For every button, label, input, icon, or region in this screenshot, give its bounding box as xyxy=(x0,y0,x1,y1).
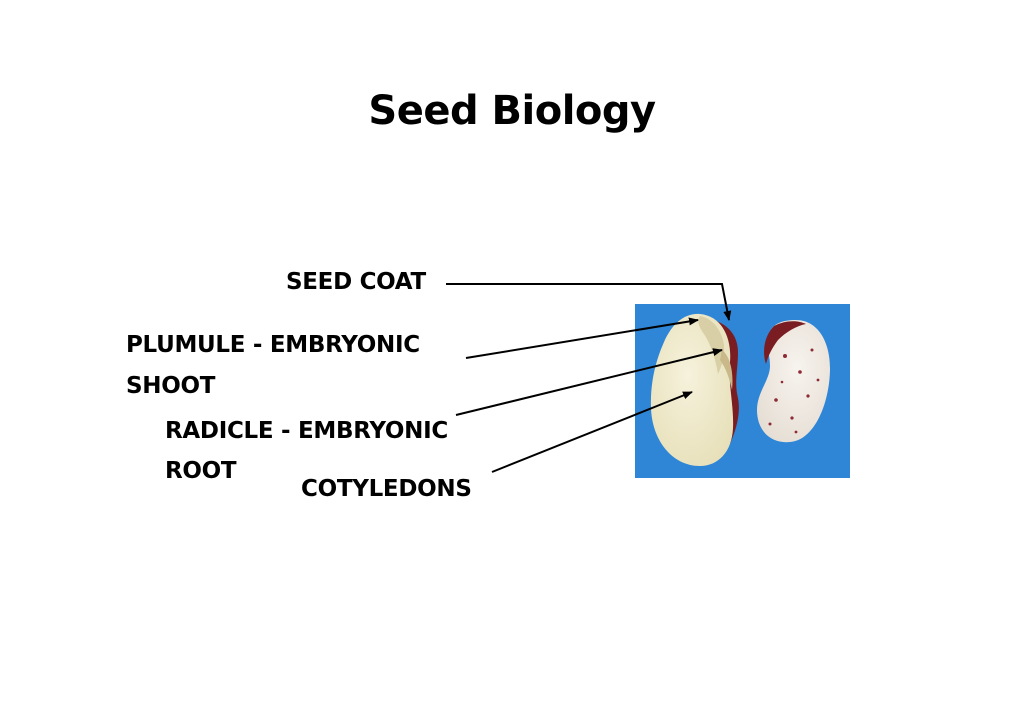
radicle-tip xyxy=(720,350,733,390)
label-radicle-line1: RADICLE - EMBRYONIC xyxy=(165,418,448,444)
label-radicle-line2: ROOT xyxy=(165,458,237,484)
embryo xyxy=(698,316,725,374)
label-plumule-line2: SHOOT xyxy=(126,373,216,399)
page-title: Seed Biology xyxy=(368,88,656,134)
label-plumule-line1: PLUMULE - EMBRYONIC xyxy=(126,332,420,358)
leader-cotyledons xyxy=(491,391,693,473)
leader-seed-coat xyxy=(446,283,732,321)
whole-seed-hilum xyxy=(764,321,806,364)
label-cotyledons: COTYLEDONS xyxy=(301,476,472,502)
leader-plumule xyxy=(465,317,699,359)
label-seed-coat: SEED COAT xyxy=(286,269,426,295)
leader-radicle xyxy=(455,348,723,416)
